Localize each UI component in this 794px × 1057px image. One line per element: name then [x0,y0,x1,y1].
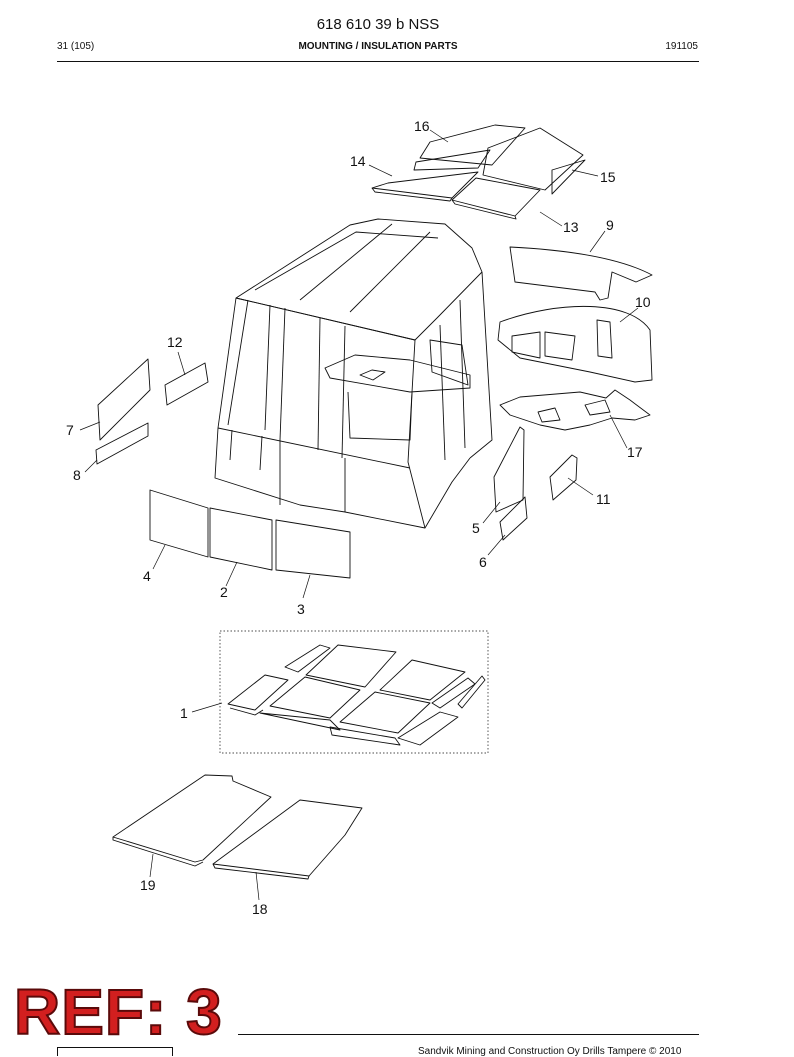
floor-mat-kit [219,630,489,754]
callout-19: 19 [140,877,156,893]
document-title: 618 610 39 b NSS [316,16,440,33]
callout-5: 5 [472,520,480,536]
document-code: 191105 [665,41,698,52]
page-number: 31 (105) [57,41,95,52]
callout-6: 6 [479,554,487,570]
callout-14: 14 [350,153,366,169]
footer-copyright: Sandvik Mining and Construction Oy Drill… [418,1046,682,1057]
callout-4: 4 [143,568,151,584]
leader-lines [79,129,639,901]
callout-11: 11 [596,491,611,507]
roof-insulation-panels [371,124,586,220]
side-insulation-panels [95,358,578,541]
callout-13: 13 [563,219,579,235]
callout-10: 10 [635,294,651,310]
floor-mats [112,774,363,880]
callout-8: 8 [73,467,81,483]
callout-7: 7 [66,422,74,438]
callout-16: 16 [414,118,430,134]
callout-18: 18 [252,901,268,917]
callout-17: 17 [627,444,643,460]
rear-insulation-panels [497,246,653,431]
header-rule [57,61,699,62]
section-title: MOUNTING / INSULATION PARTS [298,41,458,52]
callout-3: 3 [297,601,305,617]
company-logo-strip [57,1047,173,1056]
callout-12: 12 [167,334,183,350]
callout-15: 15 [600,169,616,185]
front-insulation-panels [149,489,351,579]
callout-1: 1 [180,705,188,721]
footer-rule [238,1034,699,1035]
cab-frame [214,218,493,529]
callout-2: 2 [220,584,228,600]
callout-9: 9 [606,217,614,233]
reference-stamp: REF: 3 [13,976,223,1048]
callout-labels: 16 14 15 13 9 10 12 7 8 17 11 5 6 4 2 3 … [66,118,651,917]
